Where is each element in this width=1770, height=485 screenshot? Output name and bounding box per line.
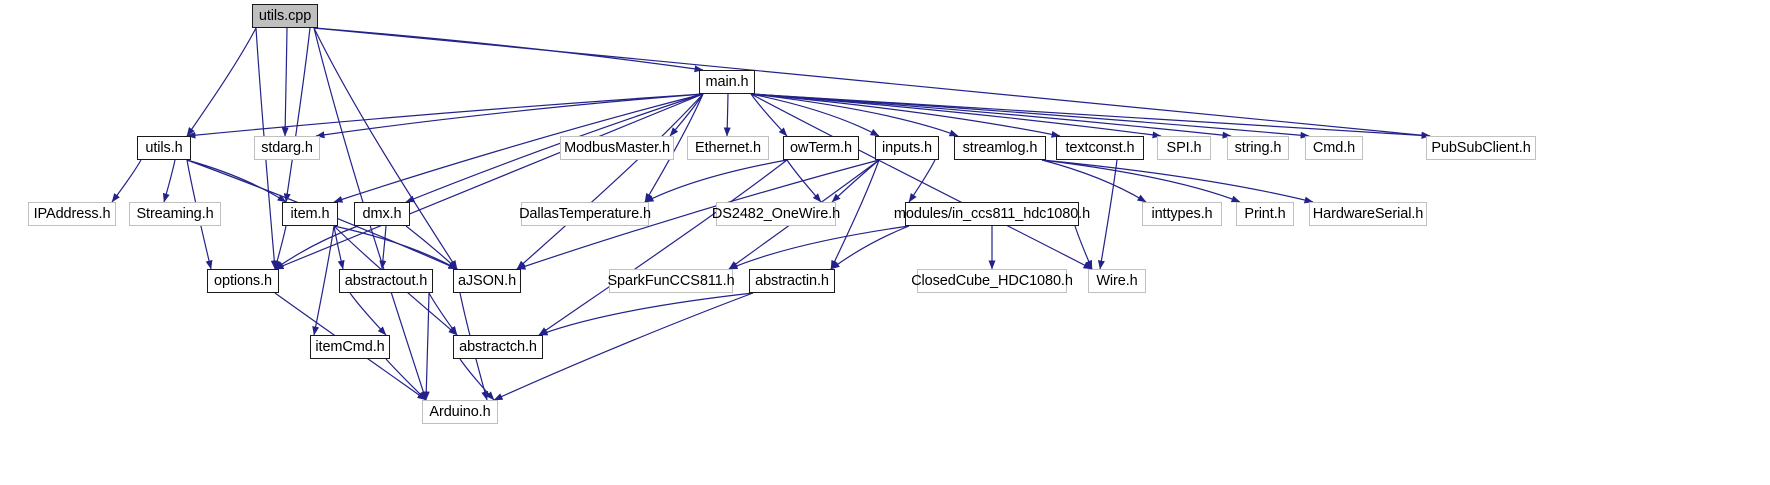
graph-node-sparkfunccs811-h[interactable]: SparkFunCCS811.h xyxy=(607,269,735,293)
graph-node-ajson-h[interactable]: aJSON.h xyxy=(453,269,521,293)
graph-node-print-h[interactable]: Print.h xyxy=(1236,202,1294,226)
graph-node-arduino-h[interactable]: Arduino.h xyxy=(422,400,498,424)
graph-node-abstractin-h[interactable]: abstractin.h xyxy=(749,269,835,293)
graph-node-hardwareserial-h[interactable]: HardwareSerial.h xyxy=(1309,202,1427,226)
graph-node-label: abstractout.h xyxy=(344,273,428,289)
graph-node-label: dmx.h xyxy=(362,206,402,222)
graph-node-wire-h[interactable]: Wire.h xyxy=(1088,269,1146,293)
graph-node-spi-h[interactable]: SPI.h xyxy=(1157,136,1211,160)
graph-node-label: textconst.h xyxy=(1065,140,1135,156)
graph-node-label: Arduino.h xyxy=(429,404,491,420)
graph-node-streaming-h[interactable]: Streaming.h xyxy=(129,202,221,226)
graph-node-label: Ethernet.h xyxy=(695,140,761,156)
graph-node-label: owTerm.h xyxy=(789,140,853,156)
graph-node-stdarg-h[interactable]: stdarg.h xyxy=(254,136,320,160)
graph-node-label: HardwareSerial.h xyxy=(1312,206,1424,222)
graph-node-closedcube-h[interactable]: ClosedCube_HDC1080.h xyxy=(911,269,1073,293)
graph-node-abstractch-h[interactable]: abstractch.h xyxy=(453,335,543,359)
graph-node-label: itemCmd.h xyxy=(315,339,385,355)
graph-node-label: DS2482_OneWire.h xyxy=(711,206,841,222)
graph-node-label: string.h xyxy=(1234,140,1282,156)
graph-node-label: ModbusMaster.h xyxy=(564,140,670,156)
graph-node-label: Streaming.h xyxy=(136,206,214,222)
graph-node-main-h[interactable]: main.h xyxy=(699,70,755,94)
graph-node-label: utils.cpp xyxy=(258,8,312,24)
graph-node-label: item.h xyxy=(290,206,330,222)
graph-node-inttypes-h[interactable]: inttypes.h xyxy=(1142,202,1222,226)
graph-node-label: streamlog.h xyxy=(962,140,1038,156)
graph-node-label: options.h xyxy=(214,273,272,289)
graph-node-utils-cpp[interactable]: utils.cpp xyxy=(252,4,318,28)
graph-node-utils-h[interactable]: utils.h xyxy=(137,136,191,160)
graph-node-label: PubSubClient.h xyxy=(1431,140,1531,156)
graph-node-streamlog-h[interactable]: streamlog.h xyxy=(954,136,1046,160)
graph-node-label: IPAddress.h xyxy=(33,206,111,222)
graph-node-ipaddress-h[interactable]: IPAddress.h xyxy=(28,202,116,226)
graph-node-pubsubclient-h[interactable]: PubSubClient.h xyxy=(1426,136,1536,160)
graph-node-abstractout-h[interactable]: abstractout.h xyxy=(339,269,433,293)
graph-node-options-h[interactable]: options.h xyxy=(207,269,279,293)
graph-node-textconst-h[interactable]: textconst.h xyxy=(1056,136,1144,160)
graph-node-label: Cmd.h xyxy=(1312,140,1356,156)
graph-node-label: main.h xyxy=(705,74,749,90)
graph-node-modules-ccs-h[interactable]: modules/in_ccs811_hdc1080.h xyxy=(894,202,1090,226)
graph-node-label: inputs.h xyxy=(882,140,932,156)
graph-node-dmx-h[interactable]: dmx.h xyxy=(354,202,410,226)
graph-node-label: SPI.h xyxy=(1166,140,1202,156)
graph-node-label: ClosedCube_HDC1080.h xyxy=(911,273,1073,289)
graph-node-dallastemp-h[interactable]: DallasTemperature.h xyxy=(519,202,651,226)
graph-node-label: Wire.h xyxy=(1096,273,1138,289)
graph-node-ds2482-h[interactable]: DS2482_OneWire.h xyxy=(712,202,840,226)
graph-node-label: aJSON.h xyxy=(457,273,517,289)
graph-node-label: DallasTemperature.h xyxy=(519,206,651,222)
graph-node-owterm-h[interactable]: owTerm.h xyxy=(783,136,859,160)
graph-node-modbusmaster-h[interactable]: ModbusMaster.h xyxy=(560,136,674,160)
graph-node-label: inttypes.h xyxy=(1151,206,1213,222)
graph-node-item-h[interactable]: item.h xyxy=(282,202,338,226)
graph-node-string-h[interactable]: string.h xyxy=(1227,136,1289,160)
graph-node-ethernet-h[interactable]: Ethernet.h xyxy=(687,136,769,160)
graph-node-label: abstractch.h xyxy=(459,339,537,355)
graph-node-label: SparkFunCCS811.h xyxy=(607,273,735,289)
graph-node-itemcmd-h[interactable]: itemCmd.h xyxy=(310,335,390,359)
graph-node-label: utils.h xyxy=(145,140,183,156)
graph-node-label: Print.h xyxy=(1244,206,1286,222)
graph-node-label: abstractin.h xyxy=(755,273,829,289)
graph-node-inputs-h[interactable]: inputs.h xyxy=(875,136,939,160)
graph-node-label: stdarg.h xyxy=(261,140,313,156)
graph-node-cmd-h[interactable]: Cmd.h xyxy=(1305,136,1363,160)
graph-node-label: modules/in_ccs811_hdc1080.h xyxy=(893,206,1091,222)
